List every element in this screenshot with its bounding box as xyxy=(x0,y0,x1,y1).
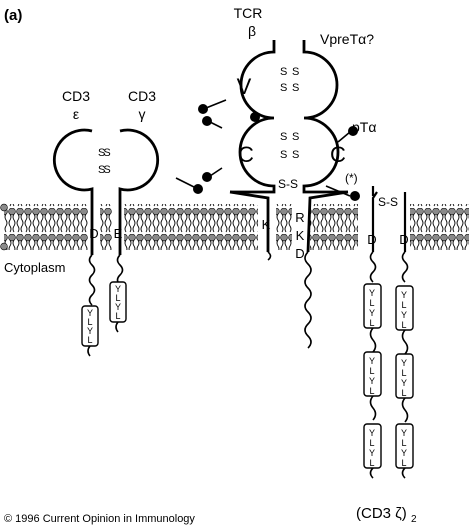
cd3-gamma-chain xyxy=(109,128,203,333)
itam-letter: L xyxy=(401,458,406,468)
cd3-epsilon-greek: ε xyxy=(73,106,79,122)
itam-letter: L xyxy=(369,386,374,396)
itam-letter: L xyxy=(115,311,120,321)
cd3-epsilon-chain xyxy=(52,128,99,357)
itam-letter: Y xyxy=(369,288,375,298)
ptalpha-residue-k: K xyxy=(296,228,305,243)
itam-letter: Y xyxy=(369,376,375,386)
itam-letter: L xyxy=(369,438,374,448)
ptalpha-residue-d: D xyxy=(295,246,304,261)
itam-letter: L xyxy=(369,318,374,328)
copyright-notice: © 1996 Current Opinion in Immunology xyxy=(4,513,195,525)
itam-letter: L xyxy=(369,298,374,308)
cd3-zeta-subscript: 2 xyxy=(411,514,417,525)
cd3-epsilon-s1: S xyxy=(98,147,105,159)
c-beta-s2: S xyxy=(280,149,287,161)
itam-letter: L xyxy=(401,438,406,448)
itam-letter: Y xyxy=(401,358,407,368)
tcr-beta-chain xyxy=(198,40,276,261)
itam-letter: Y xyxy=(87,326,93,336)
v-beta-s2: S xyxy=(280,82,287,94)
itam-letter: L xyxy=(115,293,120,303)
panel-label: (a) xyxy=(4,7,22,24)
itam-letter: Y xyxy=(369,448,375,458)
tcr-beta-glycan-dot-3 xyxy=(202,116,212,126)
cd3-epsilon-s2: S xyxy=(98,164,105,176)
cd3-gamma-s1: S xyxy=(103,147,110,159)
itam-letter: Y xyxy=(115,302,121,312)
itam-letter: Y xyxy=(401,310,407,320)
vpretalpha-label: VpreTα? xyxy=(320,31,374,47)
itam-letter: L xyxy=(401,388,406,398)
v-alpha-s2: S xyxy=(292,82,299,94)
cd3-gamma-s2: S xyxy=(103,164,110,176)
itam-letter: L xyxy=(369,366,374,376)
cd3-gamma-residue-e: E xyxy=(114,226,123,241)
itam-letter-group: Y L Y L Y L Y L Y L Y L Y L Y L Y L Y L … xyxy=(87,284,407,468)
cd3-zeta-left-residue-d: D xyxy=(367,232,376,247)
itam-letter: Y xyxy=(401,290,407,300)
c-beta-s1: S xyxy=(280,131,287,143)
v-beta-s1: S xyxy=(280,66,287,78)
ptalpha-glycan-dot-2 xyxy=(350,191,360,201)
itam-letter: Y xyxy=(369,356,375,366)
tcr-beta-greek: β xyxy=(248,23,256,39)
tcr-beta-glycan-dot-2 xyxy=(250,112,260,122)
ptalpha-tm-gap xyxy=(292,200,310,254)
star-marker: (*) xyxy=(345,171,358,185)
cd3-epsilon-residue-d: D xyxy=(89,226,98,241)
v-alpha-s1: S xyxy=(292,66,299,78)
itam-letter: L xyxy=(401,320,406,330)
itam-letter: L xyxy=(369,458,374,468)
cd3-zeta-tm-gap xyxy=(358,196,410,254)
itam-letter: L xyxy=(87,335,92,345)
cd3-zeta-label: (CD3 ζ) xyxy=(356,505,407,522)
ptalpha-glycan-dot-1 xyxy=(348,126,358,136)
tcr-beta-c-domain: C xyxy=(238,142,254,167)
cd3-gamma-glycan-dot xyxy=(193,184,203,194)
ptalpha-residue-r: R xyxy=(295,210,304,225)
cd3-epsilon-label: CD3 xyxy=(62,88,90,104)
itam-letter: Y xyxy=(401,428,407,438)
tcr-beta-v-domain: V xyxy=(237,74,252,99)
c-alpha-s1: S xyxy=(292,131,299,143)
itam-letter: Y xyxy=(369,308,375,318)
itam-letter: Y xyxy=(401,378,407,388)
ptalpha-chain xyxy=(302,40,360,349)
itam-letter: L xyxy=(401,368,406,378)
tcr-label: TCR xyxy=(234,5,263,21)
itam-letter: L xyxy=(401,300,406,310)
tcr-beta-glycan-dot-1 xyxy=(198,104,208,114)
itam-letter: Y xyxy=(369,428,375,438)
itam-letter: L xyxy=(87,317,92,327)
itam-letter: Y xyxy=(115,284,121,294)
interchain-disulfide: S-S xyxy=(278,177,298,191)
ptalpha-c-domain: C xyxy=(330,142,346,167)
cd3-zeta-right-residue-d: D xyxy=(399,232,408,247)
ptalpha-label: pTα xyxy=(352,119,376,135)
c-alpha-s2: S xyxy=(292,149,299,161)
cd3-zeta-dimer xyxy=(363,186,414,479)
itam-letter: Y xyxy=(401,448,407,458)
cd3-zeta-disulfide: S-S xyxy=(378,195,398,209)
cd3-gamma-greek: γ xyxy=(139,106,146,122)
tcr-beta-glycan-dot-4 xyxy=(202,172,212,182)
tcr-beta-residue-k: K xyxy=(262,217,271,232)
cytoplasm-label: Cytoplasm xyxy=(4,260,65,275)
itam-letter: Y xyxy=(87,308,93,318)
cd3-gamma-label: CD3 xyxy=(128,88,156,104)
